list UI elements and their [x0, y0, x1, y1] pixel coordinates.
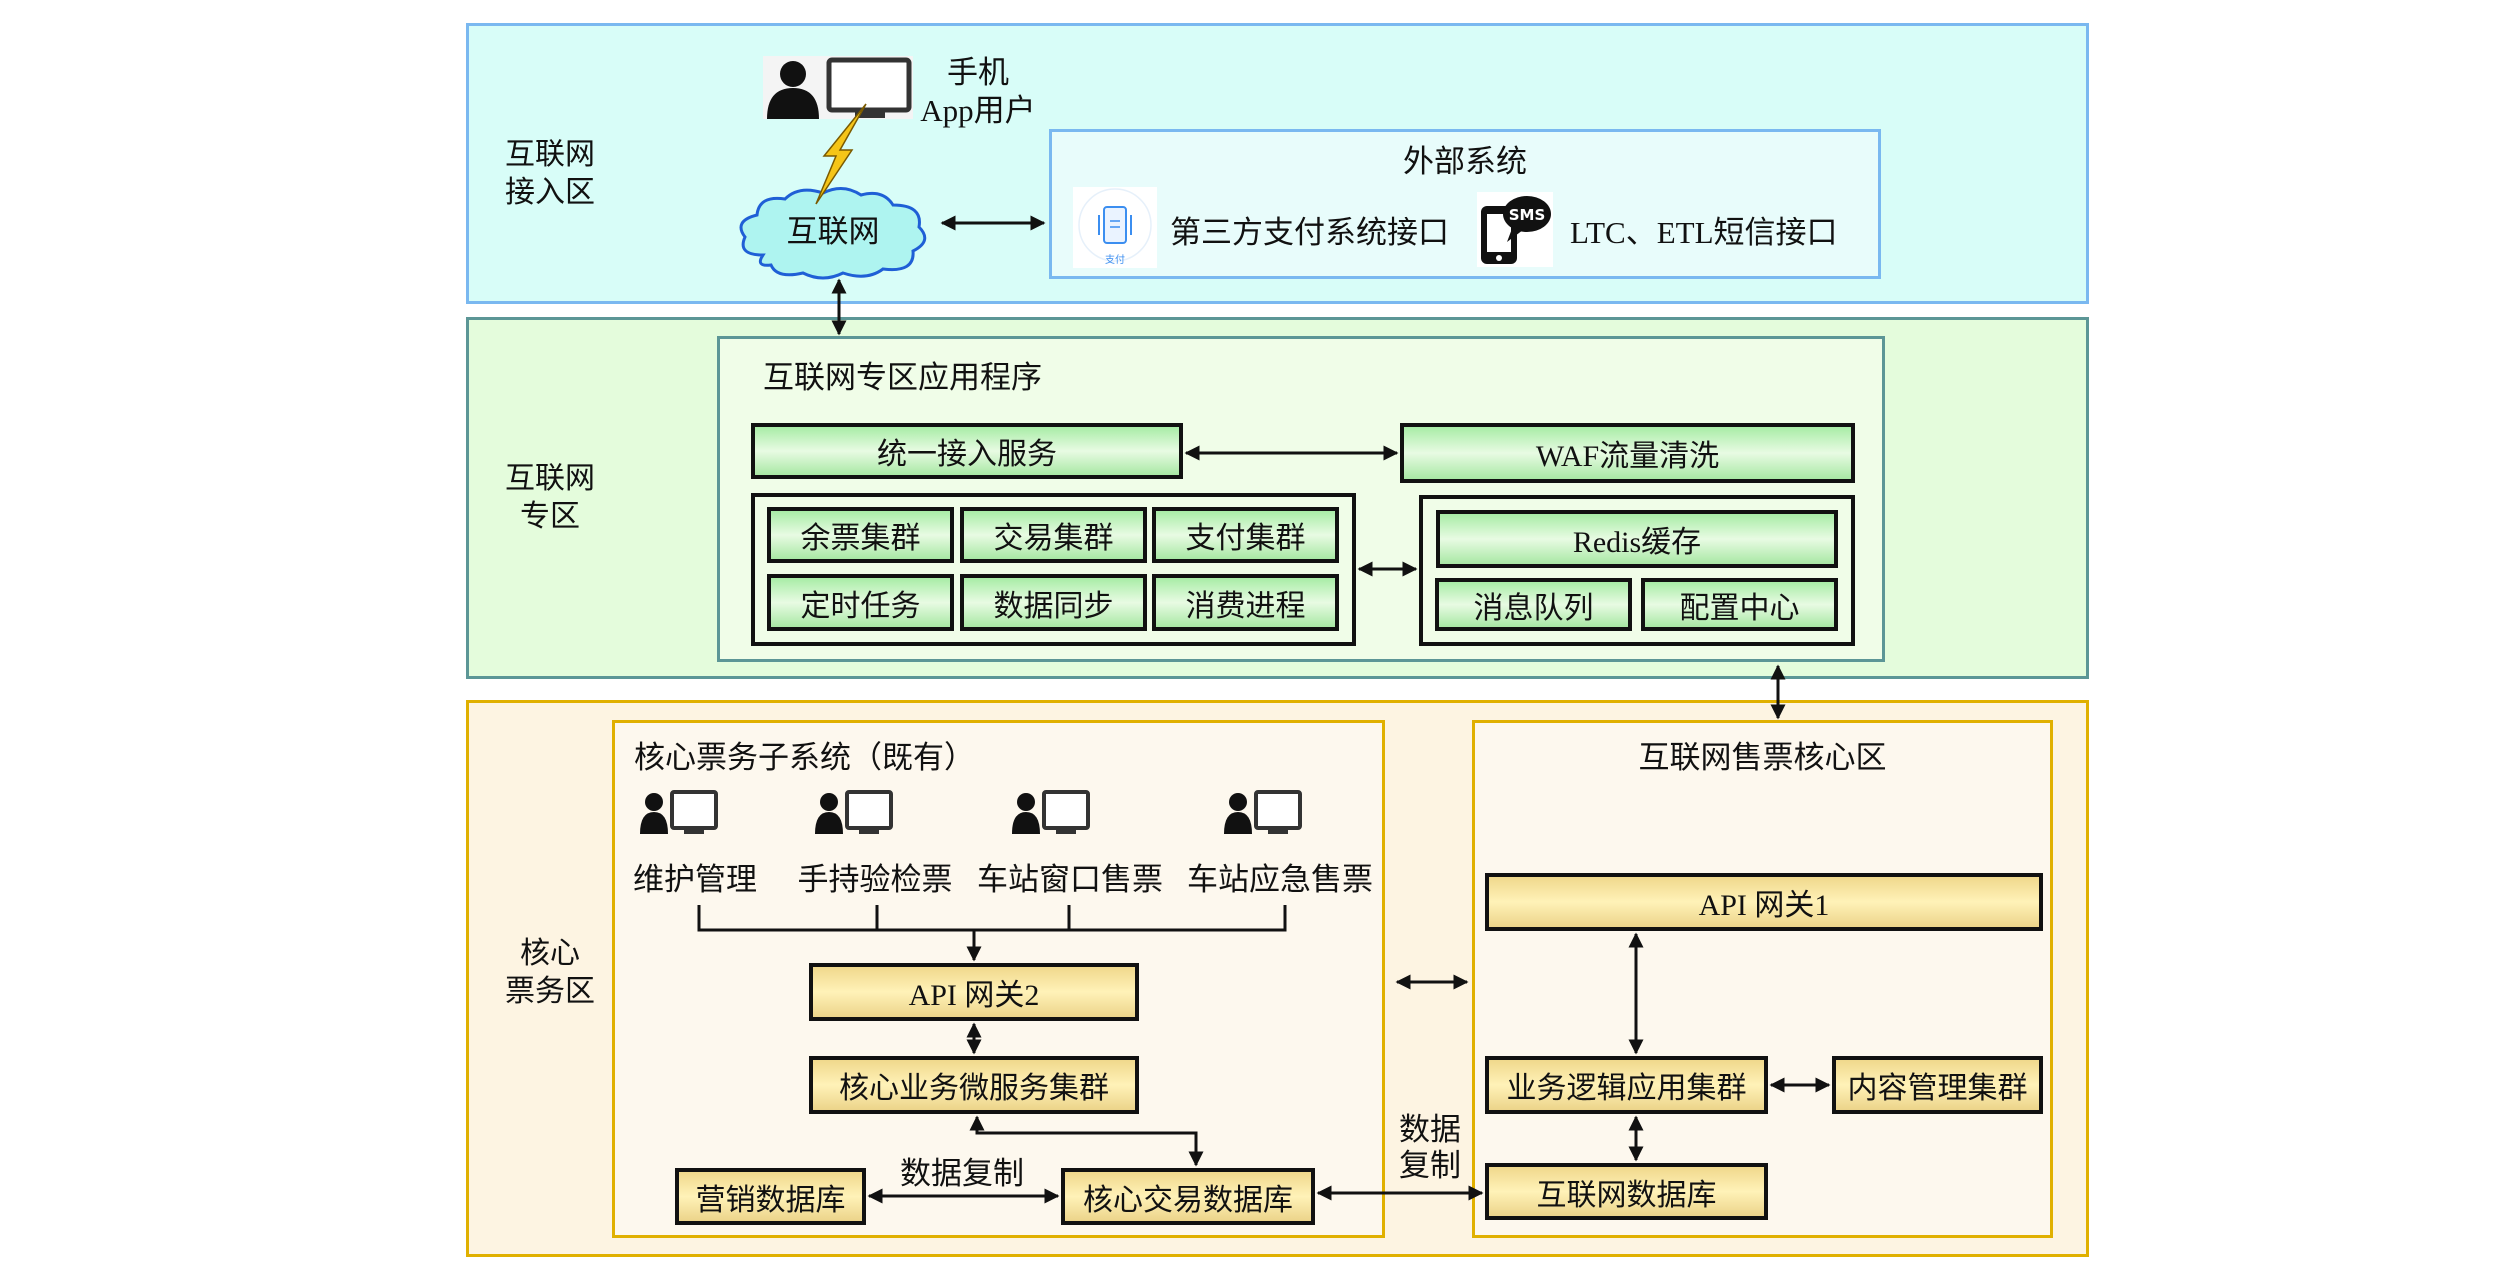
internet-database[interactable]: 互联网数据库	[1485, 1163, 1768, 1220]
cross-replication-label: 数据 复制	[1399, 1112, 1461, 1183]
user-computer-icon	[1012, 790, 1090, 834]
sms-icon: SMS	[1477, 192, 1553, 267]
payment-icon: 支付	[1073, 187, 1157, 268]
waf-traffic-cleaning[interactable]: WAF流量清洗	[1400, 423, 1855, 483]
cluster-payment[interactable]: 支付集群	[1152, 507, 1339, 563]
legacy-subsystem-title: 核心票务子系统（既有）	[634, 740, 975, 775]
mobile-user-label: 手机 App用户	[920, 55, 1036, 128]
internet-ticketing-core-box	[1472, 720, 2053, 1238]
user-computer-icon	[640, 790, 718, 834]
config-center[interactable]: 配置中心	[1641, 578, 1838, 631]
marketing-database[interactable]: 营销数据库	[675, 1168, 866, 1225]
arrow-microservices-tradedb	[969, 1115, 1204, 1167]
payment-phone-icon: 支付	[1078, 188, 1152, 266]
sms-interface-label: LTC、ETL短信接口	[1570, 215, 1838, 250]
terminal-maintenance: 维护管理	[633, 862, 757, 897]
unified-access-service[interactable]: 统一接入服务	[751, 423, 1183, 479]
internet-cloud-icon	[739, 187, 927, 280]
redis-cache[interactable]: Redis缓存	[1436, 510, 1838, 568]
api-gateway-1[interactable]: API 网关1	[1485, 873, 2043, 931]
middleware-group	[1419, 495, 1855, 646]
zone-internet-dmz-label: 互联网 专区	[505, 462, 595, 533]
terminal-icon-maintenance	[640, 790, 720, 843]
svg-text:支付: 支付	[1105, 253, 1125, 266]
internet-cloud-label: 互联网	[786, 214, 880, 249]
cluster-data-sync[interactable]: 数据同步	[960, 574, 1147, 631]
terminal-icon-window	[1012, 790, 1092, 843]
terminal-station-emergency: 车站应急售票	[1187, 862, 1373, 897]
terminal-handheld-check: 手持验检票	[797, 862, 953, 897]
external-systems-title: 外部系统	[1403, 144, 1527, 179]
zone-internet-access-label: 互联网 接入区	[505, 138, 595, 209]
cluster-transaction[interactable]: 交易集群	[960, 507, 1147, 563]
user-computer-icon	[1224, 790, 1302, 834]
cluster-remaining-tickets[interactable]: 余票集群	[767, 507, 954, 563]
user-computer-icon	[815, 790, 893, 834]
terminal-icon-handheld	[815, 790, 895, 843]
mobile-user-icon	[763, 56, 913, 119]
core-trade-database[interactable]: 核心交易数据库	[1061, 1168, 1315, 1225]
user-computer-icon	[767, 57, 912, 119]
api-gateway-2[interactable]: API 网关2	[809, 963, 1139, 1021]
zone-core-ticketing-label: 核心 票务区	[505, 937, 595, 1008]
terminal-station-window: 车站窗口售票	[977, 862, 1163, 897]
message-queue[interactable]: 消息队列	[1435, 578, 1632, 631]
terminals-bus	[697, 905, 1287, 932]
terminal-icon-emergency	[1224, 790, 1304, 843]
sms-phone-icon: SMS	[1481, 196, 1551, 264]
svg-text:SMS: SMS	[1509, 206, 1546, 224]
wireless-lightning-icon	[815, 103, 867, 205]
cluster-consumer-process[interactable]: 消费进程	[1152, 574, 1339, 631]
business-logic-cluster[interactable]: 业务逻辑应用集群	[1485, 1056, 1768, 1114]
cluster-scheduled-tasks[interactable]: 定时任务	[767, 574, 954, 631]
payment-interface-label: 第三方支付系统接口	[1170, 215, 1449, 250]
internet-ticketing-core-title: 互联网售票核心区	[1638, 740, 1887, 775]
external-systems-box	[1049, 129, 1881, 279]
core-microservices-cluster[interactable]: 核心业务微服务集群	[809, 1056, 1139, 1114]
cluster-group	[751, 493, 1356, 646]
dmz-application-title: 互联网专区应用程序	[763, 360, 1042, 395]
content-management-cluster[interactable]: 内容管理集群	[1832, 1056, 2043, 1114]
